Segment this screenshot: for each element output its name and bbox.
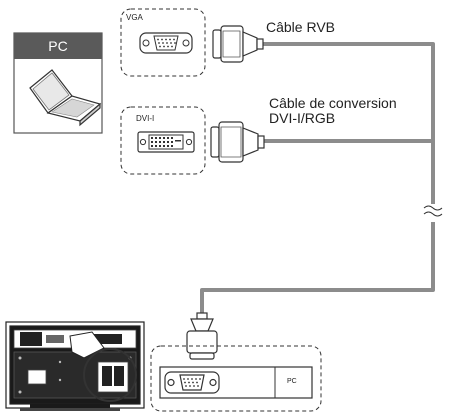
vga-port-icon (139, 32, 193, 54)
dvi-port-box (120, 106, 206, 175)
conversion-cable-label-line1: Câble de conversion (269, 95, 397, 111)
dvi-port-label: DVI-I (136, 114, 155, 123)
tv-vga-port-icon (164, 371, 220, 394)
cable-lines (200, 42, 435, 318)
conversion-cable-label-line2: DVI-I/RGB (269, 110, 336, 126)
rgb-cable-label: Câble RVB (266, 19, 336, 35)
tv-pc-port-label: PC (287, 378, 297, 385)
break-symbol-icon (423, 205, 443, 217)
vga-port-box (120, 8, 206, 77)
dvi-port-icon (137, 131, 195, 153)
tv-back-icon (5, 321, 145, 411)
vga-port-label: VGA (126, 13, 143, 22)
pc-box-label: PC (48, 38, 68, 54)
laptop-icon (29, 69, 102, 127)
vga-plug-bottom-icon (186, 312, 218, 360)
vga-plug-icon (212, 25, 264, 63)
dvi-plug-icon (210, 121, 265, 163)
pc-box (13, 32, 103, 134)
